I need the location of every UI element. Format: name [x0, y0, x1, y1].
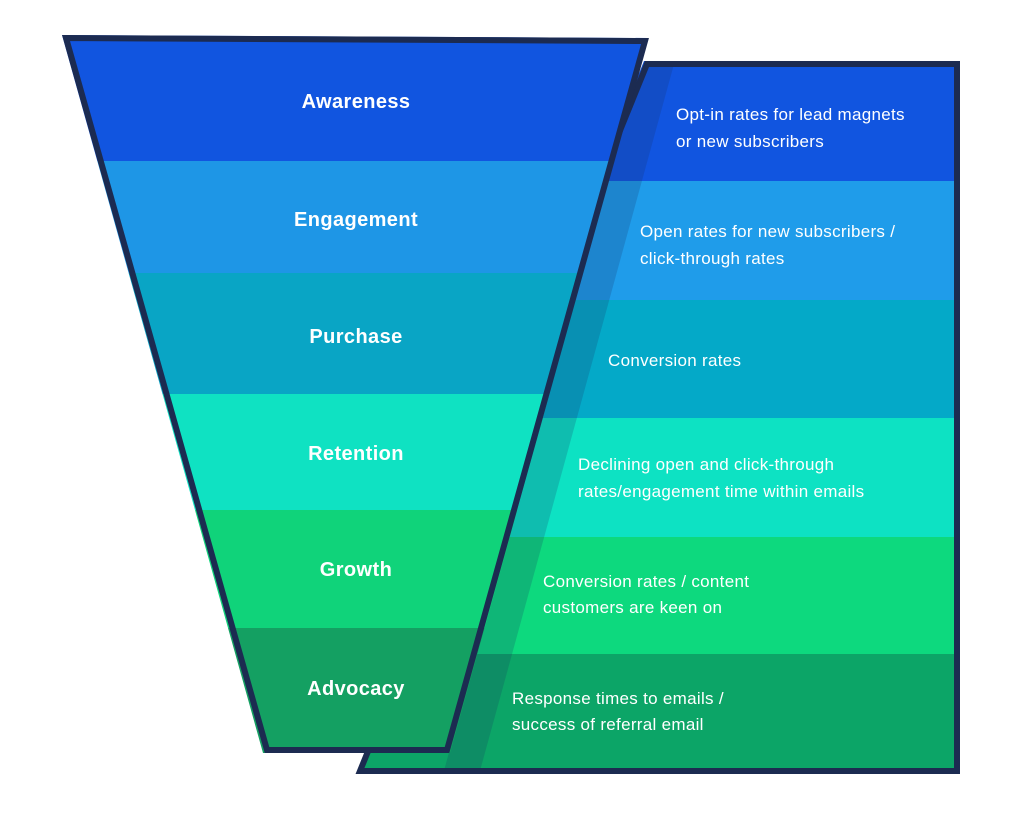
funnel-border [62, 34, 649, 753]
funnel-label-growth: Growth [320, 559, 392, 581]
panel-metric-engagement-line-1: Open rates for new subscribers / [640, 222, 895, 241]
funnel-labels: Awareness Engagement Purchase Retention … [294, 91, 418, 700]
panel-metric-purchase-line-1: Conversion rates [608, 351, 741, 370]
funnel-label-advocacy: Advocacy [307, 678, 405, 700]
funnel-shadow-strip [442, 61, 682, 774]
panel-metric-growth-line-1: Conversion rates / content [543, 572, 749, 591]
funnel-label-purchase: Purchase [309, 326, 402, 348]
panel-metric-awareness-line-2: or new subscribers [676, 132, 824, 151]
panel-metric-retention-line-1: Declining open and click-through [578, 455, 834, 474]
funnel-label-awareness: Awareness [302, 91, 411, 113]
panel-metric-awareness-line-1: Opt-in rates for lead magnets [676, 105, 905, 124]
panel-metrics-text: Opt-in rates for lead magnets or new sub… [512, 105, 905, 734]
funnel-label-engagement: Engagement [294, 209, 418, 231]
panel-metric-growth-line-2: customers are keen on [543, 598, 722, 617]
funnel-band-engagement [62, 161, 648, 273]
panel-metric-advocacy-line-2: success of referral email [512, 715, 704, 734]
funnel-band-awareness [62, 35, 648, 161]
panel-metric-engagement-line-2: click-through rates [640, 249, 785, 268]
panel-metric-retention-line-2: rates/engagement time within emails [578, 482, 864, 501]
panel-metric-advocacy-line-1: Response times to emails / [512, 689, 724, 708]
funnel-label-retention: Retention [308, 443, 404, 465]
